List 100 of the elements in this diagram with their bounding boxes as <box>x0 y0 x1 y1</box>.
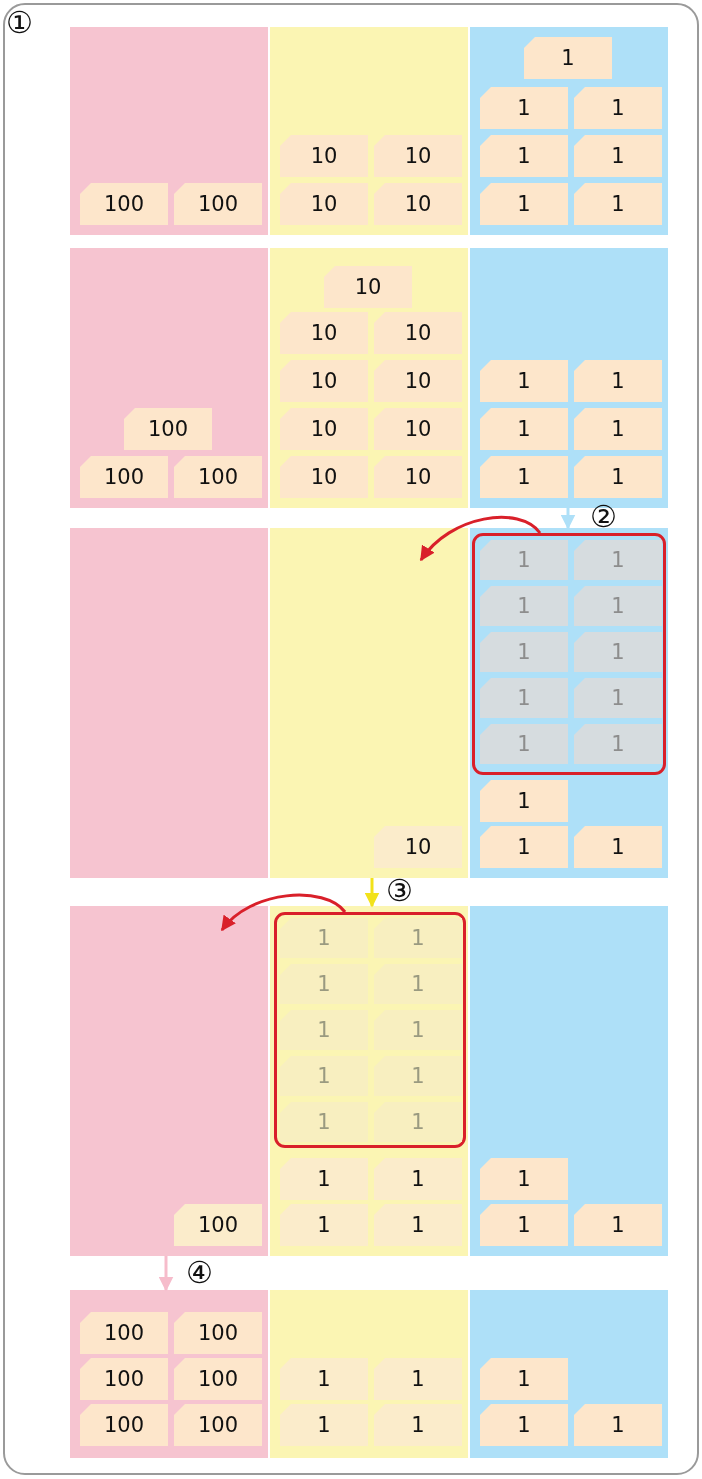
number-card: 1 <box>280 1158 368 1200</box>
number-card: 10 <box>280 408 368 450</box>
number-card: 1 <box>280 1056 368 1096</box>
number-card: 100 <box>80 1404 168 1446</box>
place-value-column <box>270 27 468 235</box>
number-card: 1 <box>480 724 568 764</box>
number-card: 10 <box>374 135 462 177</box>
arrow <box>158 1256 174 1292</box>
place-value-column <box>470 27 668 235</box>
number-card: 10 <box>374 312 462 354</box>
number-card: 10 <box>280 456 368 498</box>
number-card: 1 <box>480 360 568 402</box>
number-card: 1 <box>480 678 568 718</box>
number-card: 1 <box>480 1404 568 1446</box>
number-card: 1 <box>374 1404 462 1446</box>
number-card: 1 <box>574 1404 662 1446</box>
number-card: 1 <box>280 1102 368 1142</box>
place-value-column <box>270 248 468 508</box>
number-card: 1 <box>574 1204 662 1246</box>
number-card: 1 <box>374 1204 462 1246</box>
number-card: 1 <box>280 964 368 1004</box>
place-value-column <box>70 248 268 508</box>
number-card: 1 <box>574 586 662 626</box>
number-card: 1 <box>480 632 568 672</box>
number-card: 1 <box>574 678 662 718</box>
number-card: 1 <box>480 540 568 580</box>
number-card: 10 <box>374 408 462 450</box>
step-number: ③ <box>386 874 413 908</box>
number-card: 1 <box>280 918 368 958</box>
number-card: 1 <box>480 408 568 450</box>
number-card: 10 <box>324 266 412 308</box>
number-card: 1 <box>480 87 568 129</box>
place-value-column <box>270 528 468 878</box>
number-card: 100 <box>80 183 168 225</box>
number-card: 10 <box>280 183 368 225</box>
place-value-column <box>70 27 268 235</box>
place-value-column <box>470 528 668 878</box>
number-card: 1 <box>574 87 662 129</box>
curved-arrow <box>419 516 542 562</box>
place-value-column <box>70 1290 268 1458</box>
number-card: 1 <box>524 37 612 79</box>
number-card: 1 <box>480 780 568 822</box>
number-card: 100 <box>174 1358 262 1400</box>
place-value-column <box>470 1290 668 1458</box>
highlight-frame <box>472 533 666 775</box>
number-card: 1 <box>574 360 662 402</box>
number-card: 1 <box>374 964 462 1004</box>
number-card: 10 <box>374 360 462 402</box>
number-card: 1 <box>574 724 662 764</box>
highlight-frame <box>274 912 466 1148</box>
step-number: ④ <box>186 1256 213 1290</box>
number-card: 1 <box>480 1204 568 1246</box>
number-card: 1 <box>374 1102 462 1142</box>
number-card: 1 <box>480 826 568 868</box>
step-number: ② <box>590 500 617 534</box>
number-card: 1 <box>280 1204 368 1246</box>
curved-arrow <box>220 893 347 932</box>
number-card: 100 <box>174 456 262 498</box>
number-card: 1 <box>280 1358 368 1400</box>
place-value-column <box>70 528 268 878</box>
number-card: 1 <box>574 456 662 498</box>
number-card: 100 <box>124 408 212 450</box>
number-card: 100 <box>174 1204 262 1246</box>
number-card: 1 <box>374 1158 462 1200</box>
number-card: 1 <box>374 918 462 958</box>
number-card: 1 <box>574 632 662 672</box>
number-card: 1 <box>480 1158 568 1200</box>
step-number: ① <box>6 6 33 40</box>
number-card: 1 <box>574 826 662 868</box>
number-card: 1 <box>574 135 662 177</box>
number-card: 10 <box>374 456 462 498</box>
number-card: 10 <box>280 360 368 402</box>
number-card: 100 <box>80 456 168 498</box>
number-card: 10 <box>280 135 368 177</box>
number-card: 1 <box>280 1404 368 1446</box>
number-card: 10 <box>280 312 368 354</box>
number-card: 1 <box>280 1010 368 1050</box>
number-card: 1 <box>480 456 568 498</box>
number-card: 1 <box>480 135 568 177</box>
place-value-column <box>470 906 668 1256</box>
place-value-column <box>270 1290 468 1458</box>
number-card: 1 <box>574 540 662 580</box>
number-card: 10 <box>374 826 462 868</box>
number-card: 1 <box>374 1010 462 1050</box>
arrow <box>364 878 380 908</box>
number-card: 1 <box>480 183 568 225</box>
number-card: 1 <box>374 1056 462 1096</box>
number-card: 10 <box>374 183 462 225</box>
number-card: 100 <box>80 1358 168 1400</box>
number-card: 1 <box>574 408 662 450</box>
number-card: 100 <box>174 183 262 225</box>
arrow <box>560 508 576 530</box>
number-card: 100 <box>174 1404 262 1446</box>
place-value-column <box>70 906 268 1256</box>
number-card: 100 <box>174 1312 262 1354</box>
place-value-column <box>270 906 468 1256</box>
number-card: 1 <box>574 183 662 225</box>
number-card: 1 <box>374 1358 462 1400</box>
number-card: 1 <box>480 586 568 626</box>
number-card: 100 <box>80 1312 168 1354</box>
